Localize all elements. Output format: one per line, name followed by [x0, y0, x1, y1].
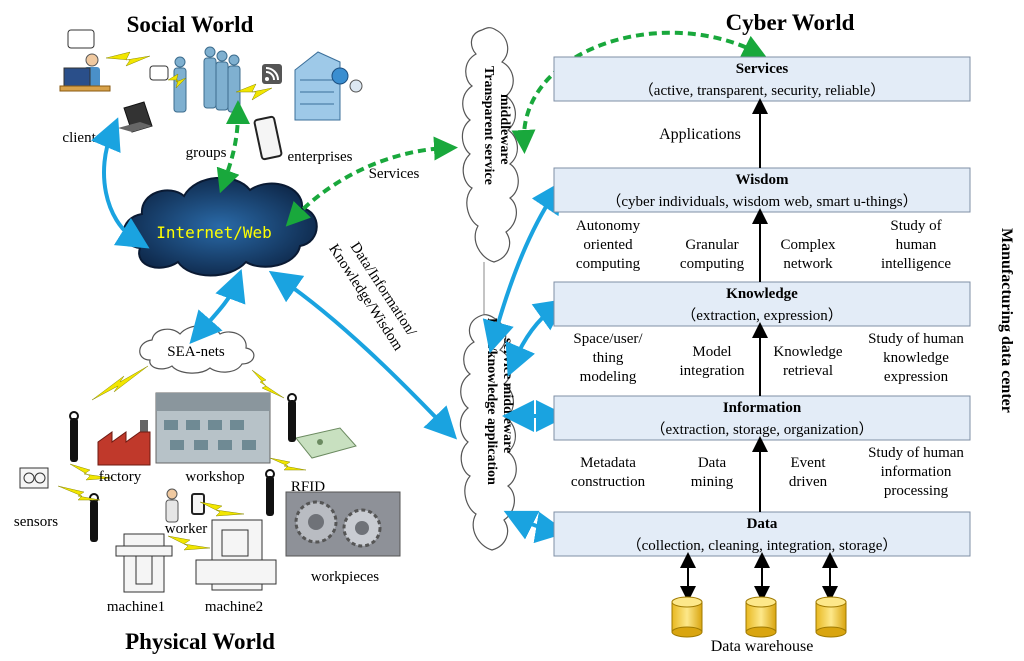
method-label: Knowledge: [773, 344, 842, 360]
method-label: Complex: [781, 237, 836, 253]
method-label: intelligence: [881, 256, 951, 272]
transparent-middleware-line2: middleware: [497, 94, 512, 165]
dk-middleware-line2: service middleware: [500, 338, 515, 453]
workshop-photo-icon: [155, 392, 271, 464]
layer-box: [553, 56, 971, 102]
blue-data-links: [91, 117, 458, 440]
method-label: Study of: [890, 218, 941, 234]
method-label: processing: [884, 483, 949, 499]
method-label: driven: [789, 474, 828, 490]
factory-icon: [97, 420, 151, 466]
layer-title: Wisdom: [735, 172, 789, 188]
gear-icon: [285, 491, 401, 557]
rfid-label: RFID: [291, 479, 325, 495]
physical-wireless-links: [57, 365, 307, 551]
groups-label: groups: [186, 145, 227, 161]
layer-box: [553, 167, 971, 213]
physical-icons: [19, 392, 401, 593]
layer-2: Knowledge （extraction, expression）: [553, 281, 971, 327]
rss-icon: [262, 64, 282, 84]
method-label: computing: [576, 256, 641, 272]
manufacturing-data-center-label: Manufacturing data center: [998, 228, 1015, 413]
method-label: Space/user/: [573, 331, 643, 347]
layer-title: Services: [736, 61, 789, 77]
worker-label: worker: [165, 521, 207, 537]
workshop-label: workshop: [185, 469, 244, 485]
method-label: mining: [691, 474, 734, 490]
layer-box: [553, 281, 971, 327]
sensors-label: sensors: [14, 514, 58, 530]
data-warehouse-label: Data warehouse: [711, 638, 814, 655]
social-icons: [59, 29, 363, 161]
physical-world-title: Physical World: [125, 629, 275, 654]
method-label: human: [896, 237, 937, 253]
layer-stack: Services （active, transparent, security, …: [553, 56, 971, 557]
database-icon: [671, 596, 847, 638]
method-label: thing: [593, 350, 624, 366]
method-label: network: [783, 256, 833, 272]
machine2-label: machine2: [205, 599, 263, 615]
layer-3: Information （extraction, storage, organiz…: [553, 395, 971, 441]
cyber-world-title: Cyber World: [726, 10, 855, 35]
wireless-links: [105, 51, 273, 101]
layer-subtitle: （collection, cleaning, integration, stor…: [627, 537, 898, 554]
method-label: expression: [884, 369, 949, 385]
sensor-icon: [19, 467, 49, 489]
method-label: integration: [680, 363, 745, 379]
social-world-title: Social World: [127, 12, 254, 37]
services-link-label: Services: [369, 166, 420, 182]
layer-subtitle: （extraction, storage, organization）: [651, 421, 874, 438]
method-label: Data: [698, 455, 727, 471]
clients-label: clients: [62, 130, 101, 146]
method-label: oriented: [583, 237, 633, 253]
layer-method-labels: Autonomy oriented computing Granular computi…: [571, 218, 964, 499]
layer-0: Services （active, transparent, security, …: [553, 56, 971, 102]
green-service-links: [216, 30, 767, 227]
laptop-icon: [118, 101, 153, 133]
layer-1: Wisdom （cyber individuals, wisdom web, sm…: [553, 167, 971, 213]
method-label: information: [881, 464, 952, 480]
building-icon: [294, 51, 363, 121]
method-label: Study of human: [868, 445, 964, 461]
enterprises-label: enterprises: [288, 149, 353, 165]
transparent-middleware-line1: Transparent service: [481, 66, 496, 185]
layer-title: Information: [723, 400, 802, 416]
method-label: Event: [791, 455, 827, 471]
worker-icon: [165, 488, 205, 523]
method-label: Model: [692, 344, 731, 360]
method-label: modeling: [580, 369, 637, 385]
method-label: Granular: [685, 237, 738, 253]
person-icon: [59, 53, 111, 92]
method-label: knowledge: [883, 350, 949, 366]
layer-title: Data: [747, 516, 778, 532]
layer-subtitle: （extraction, expression）: [681, 307, 843, 324]
factory-label: factory: [99, 469, 142, 485]
layer-4: Data （collection, cleaning, integration, …: [553, 511, 971, 557]
workpieces-label: workpieces: [311, 569, 379, 585]
middleware-layer-links: [482, 180, 568, 544]
layer-title: Knowledge: [726, 286, 798, 302]
applications-label: Applications: [659, 126, 741, 143]
method-label: retrieval: [783, 363, 833, 379]
machine1-label: machine1: [107, 599, 165, 615]
rfid-reader-icon: [295, 427, 357, 459]
method-label: computing: [680, 256, 745, 272]
tablet-icon: [253, 115, 283, 161]
layer-box: [553, 511, 971, 557]
data-flow-label: Data/Information/ Knowledge/Wisdom: [325, 239, 419, 354]
machine-icon: [115, 519, 277, 593]
method-label: Metadata: [580, 455, 636, 471]
sea-nets-label: SEA-nets: [167, 344, 225, 360]
method-label: Autonomy: [576, 218, 641, 234]
method-label: construction: [571, 474, 646, 490]
method-label: Study of human: [868, 331, 964, 347]
layer-subtitle: （cyber individuals, wisdom web, smart u-…: [606, 193, 917, 210]
speech-bubble-icon: [67, 29, 169, 81]
layer-flow-arrows: [680, 98, 838, 602]
internet-web-label: Internet/Web: [156, 223, 272, 242]
dk-middleware-line1: Data/knowledge application: [484, 318, 499, 485]
layer-subtitle: （active, transparent, security, reliable…: [639, 82, 885, 99]
